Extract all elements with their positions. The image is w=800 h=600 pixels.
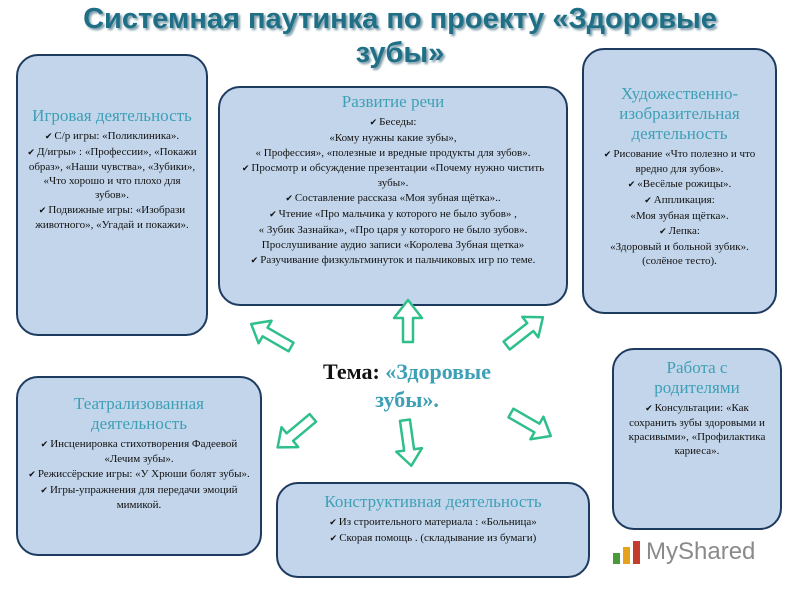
theme-name: «Здоровые зубы». [375, 359, 491, 412]
box-game-list: С/р игры: «Поликлиника». Д/игры» : «Проф… [26, 129, 198, 232]
box-parents-work: Работа с родителями Консультации: «Как с… [612, 348, 782, 530]
list-item: « Профессия», «полезные и вредные продук… [255, 147, 531, 159]
list-item: Беседы: [228, 115, 558, 130]
list-item: Консультации: «Как сохранить зубы здоров… [622, 401, 772, 458]
arrow-down-left-icon [276, 412, 318, 449]
list-item: Игры-упражнения для передачи эмоций мими… [26, 483, 252, 512]
box-construct-title: Конструктивная деятельность [324, 492, 542, 511]
box-parents-title: Работа с родителями [654, 358, 740, 397]
list-item: «Моя зубная щётка». [630, 210, 729, 222]
theme-label: Тема: [323, 359, 380, 384]
watermark: MyShared [612, 536, 772, 568]
list-item: Подвижные игры: «Изобрази животного», «У… [26, 203, 198, 232]
box-parents-list: Консультации: «Как сохранить зубы здоров… [622, 401, 772, 458]
list-item: Из строительного материала : «Больница» [286, 515, 580, 530]
list-item: Скорая помощь . (складывание из бумаги) [286, 531, 580, 546]
watermark-logo-icon [613, 541, 640, 564]
box-speech-title: Развитие речи [341, 92, 445, 111]
box-art-list: Рисование «Что полезно и что вредно для … [592, 147, 767, 268]
arrow-up-icon [392, 298, 424, 344]
box-speech-list: Беседы: «Кому нужны какие зубы», « Профе… [228, 115, 558, 268]
page-title: Системная паутинка по проекту «Здоровые … [83, 3, 717, 69]
box-construct-list: Из строительного материала : «Больница» … [286, 515, 580, 546]
list-item: С/р игры: «Поликлиника». [26, 129, 198, 144]
box-theatre-list: Инсценировка стихотворения Фадеевой «Леч… [26, 437, 252, 512]
box-game-title: Игровая деятельность [32, 106, 192, 125]
list-item: Рисование «Что полезно и что вредно для … [592, 147, 767, 176]
list-item: Составление рассказа «Моя зубная щётка».… [228, 191, 558, 206]
list-item: Режиссёрские игры: «У Хрюши болят зубы». [26, 467, 252, 482]
list-item: Разучивание физкультминуток и пальчиковы… [228, 253, 558, 268]
arrow-up-left-icon [249, 319, 295, 353]
list-item: Д/игры» : «Профессии», «Покажи образ», «… [26, 145, 198, 202]
center-theme: Тема: «Здоровые зубы». [296, 358, 518, 414]
arrow-down-icon [394, 418, 424, 468]
box-theatre-activity: Театрализованная деятельность Инсцениров… [16, 376, 262, 556]
list-item: Чтение «Про мальчика у которого не было … [228, 207, 558, 222]
list-item: «Весёлые рожицы». [592, 177, 767, 192]
box-art-activity: Художественно-изобразительная деятельнос… [582, 48, 777, 314]
list-item: «Здоровый и больной зубик». (солёное тес… [610, 241, 749, 267]
list-item: Лепка: [592, 224, 767, 239]
arrow-up-right-icon [502, 315, 545, 351]
list-item: Просмотр и обсуждение презентации «Почем… [228, 161, 558, 190]
box-art-title: Художественно-изобразительная деятельнос… [619, 84, 740, 143]
box-theatre-title: Театрализованная деятельность [73, 394, 205, 433]
list-item: « Зубик Зазнайка», «Про царя у которого … [258, 224, 528, 236]
watermark-text: MyShared [646, 538, 756, 565]
list-item: «Кому нужны какие зубы», [329, 132, 457, 144]
box-construct-activity: Конструктивная деятельность Из строитель… [276, 482, 590, 578]
box-game-activity: Игровая деятельность С/р игры: «Поликлин… [16, 54, 208, 336]
list-item: Прослушивание аудио записи «Королева Зуб… [261, 239, 525, 251]
list-item: Аппликация: [592, 193, 767, 208]
list-item: Инсценировка стихотворения Фадеевой «Леч… [26, 437, 252, 466]
box-speech-development: Развитие речи Беседы: «Кому нужны какие … [218, 86, 568, 306]
